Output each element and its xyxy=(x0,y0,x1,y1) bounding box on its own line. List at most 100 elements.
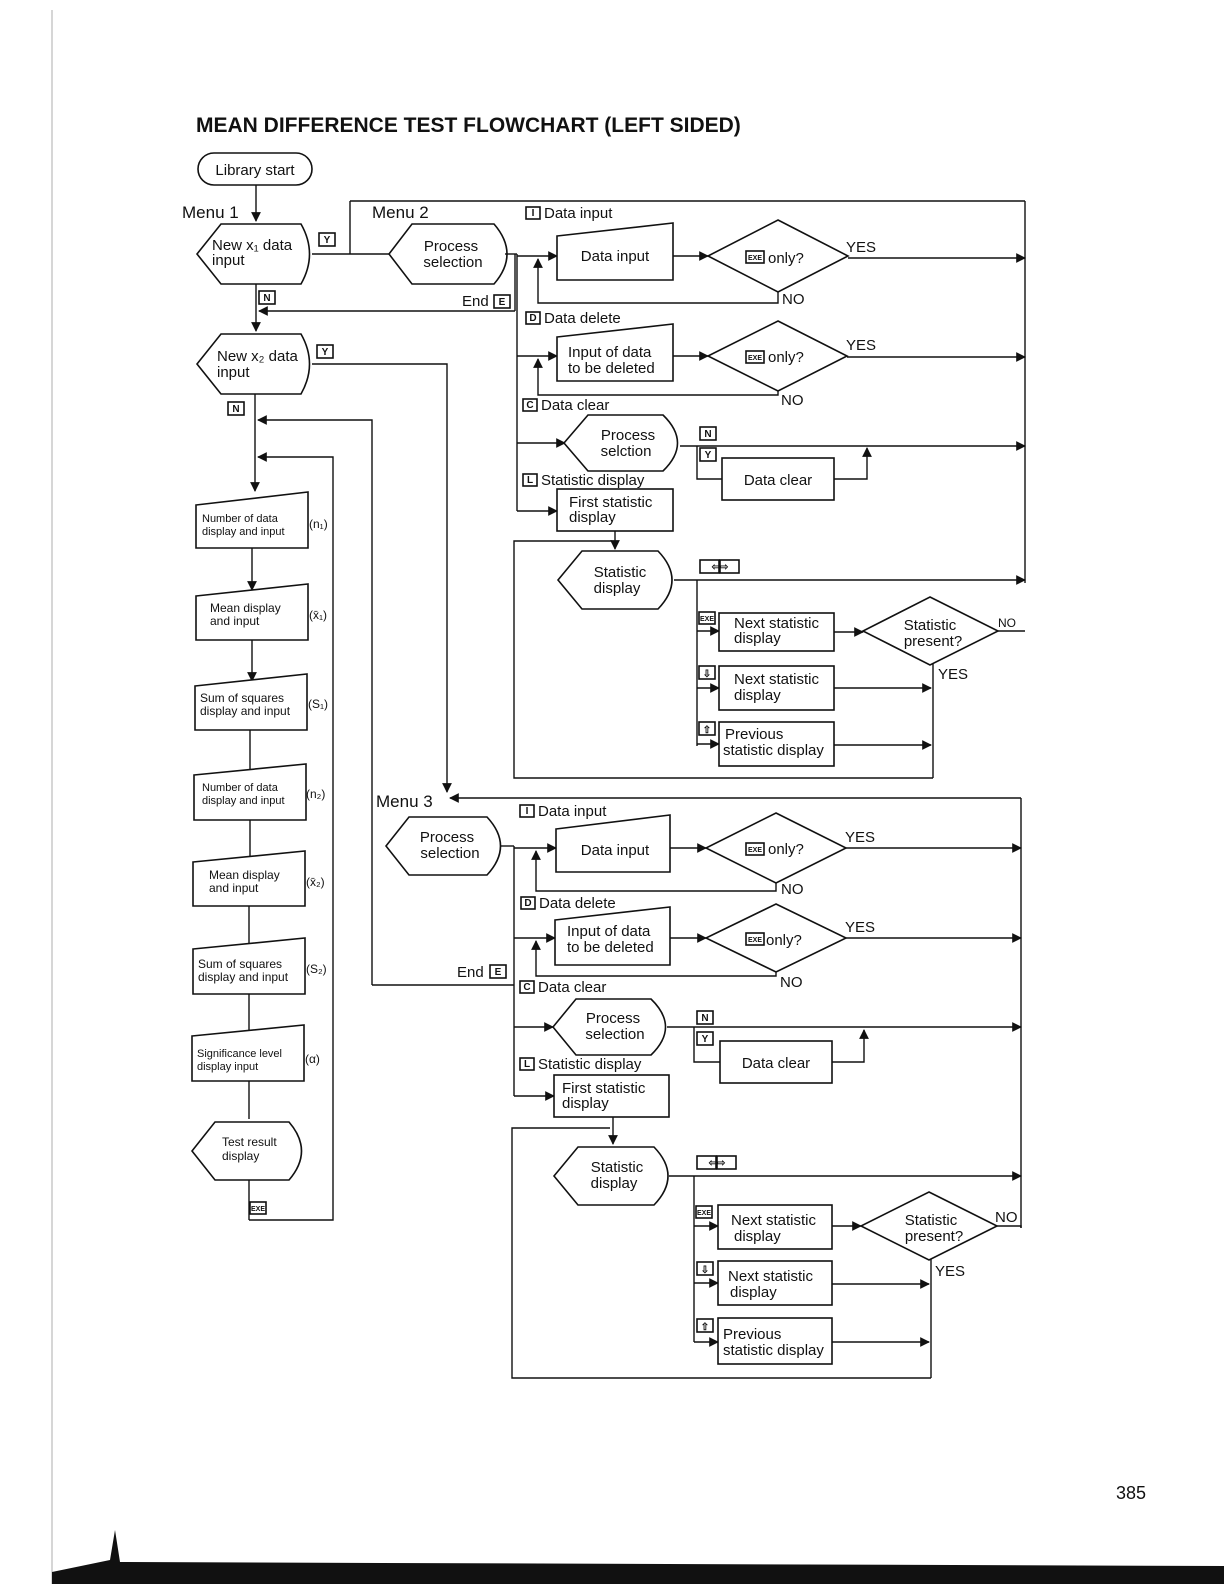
sig-line2: display input xyxy=(197,1061,258,1073)
menu3-previous-statistic-box xyxy=(717,1317,833,1365)
key-exe-m3-d2 xyxy=(745,932,765,946)
menu2-input-to-delete-box xyxy=(556,323,674,382)
key-right-menu2 xyxy=(719,559,740,574)
key-l-menu3-label: L xyxy=(524,1059,530,1070)
menu3-only-2: only? xyxy=(766,932,802,949)
menu2-no3: NO xyxy=(998,616,1016,630)
menu2-data-clear-box xyxy=(721,457,835,501)
menu3-yes1: YES xyxy=(845,829,875,846)
menu3-input-to-delete-box xyxy=(554,906,671,966)
menu3-clear-proc-line1: Process xyxy=(586,1010,640,1027)
key-right-menu3 xyxy=(716,1155,737,1170)
menu3-clear-process-selection-node xyxy=(551,998,667,1056)
menu2-yes3: YES xyxy=(938,666,968,683)
key-l-menu3 xyxy=(519,1057,535,1071)
menu3-data-clear-option: Data clear xyxy=(538,979,606,996)
key-up-menu3 xyxy=(696,1318,714,1333)
key-exe-m2-d2-label: EXE xyxy=(748,355,762,362)
key-l-menu2 xyxy=(522,473,538,487)
menu3-stat-display-option: Statistic display xyxy=(538,1056,642,1073)
menu3-process-line1: Process xyxy=(420,829,474,846)
menu3-next-statistic-box-1 xyxy=(717,1204,833,1250)
key-i-menu3 xyxy=(519,804,535,818)
menu3-clear-return-arrow xyxy=(832,1029,869,1063)
key-up-menu2 xyxy=(698,721,716,736)
mean1-line2: and input xyxy=(210,614,260,628)
menu2-stat-loop-frame xyxy=(513,540,933,779)
page-title: MEAN DIFFERENCE TEST FLOWCHART (LEFT SID… xyxy=(196,114,741,137)
n1-symbol: (n₁) xyxy=(309,517,328,531)
menu2-first-line1: First statistic xyxy=(569,494,653,511)
key-arrows-menu2-label: ⇦⇨ xyxy=(711,562,729,573)
menu2-prev-line2: statistic display xyxy=(723,742,824,759)
key-down-menu2 xyxy=(698,665,716,680)
menu2-next2-line2: display xyxy=(734,687,781,704)
n2-line1: Number of data xyxy=(202,782,279,794)
key-d-menu2-label: D xyxy=(529,313,536,324)
key-y-x2-label: Y xyxy=(322,347,329,358)
key-exe-m2-next-label: EXE xyxy=(700,616,714,623)
mean1-line1: Mean display xyxy=(210,601,281,615)
key-exe-m3-d1-label: EXE xyxy=(748,847,762,854)
menu2-data-clear-option: Data clear xyxy=(541,397,609,414)
key-e-menu3-label: E xyxy=(495,967,502,978)
menu2-process-selection-node xyxy=(387,223,508,285)
key-down-menu2-label: ⇩ xyxy=(703,669,711,680)
key-i-menu2-label: I xyxy=(532,208,535,219)
menu2-clear-y-line xyxy=(696,446,722,480)
menu1-label: Menu 1 xyxy=(182,203,239,222)
menu3-data-input-option: Data input xyxy=(538,803,607,820)
menu3-end-return-arrow xyxy=(257,415,373,985)
menu2-present-line2: present? xyxy=(904,633,962,650)
key-exe-m2-next xyxy=(698,611,716,625)
menu2-next1-line2: display xyxy=(734,630,781,647)
menu3-no3: NO xyxy=(995,1209,1018,1226)
key-down-menu3-label: ⇩ xyxy=(701,1265,709,1276)
x2-to-menu3-arrow xyxy=(312,363,452,793)
sig-symbol: (α) xyxy=(305,1052,320,1066)
menu2-clear-process-selection-node xyxy=(562,414,679,472)
key-exe-result-label: EXE xyxy=(251,1206,265,1213)
key-n-x2 xyxy=(227,401,245,416)
menu3-next2-line1: Next statistic xyxy=(728,1268,814,1285)
sos2-line2: display and input xyxy=(198,970,289,984)
key-n-x1 xyxy=(258,290,276,305)
menu2-only-1: only? xyxy=(768,250,804,267)
menu2-clear-proc-line2: selction xyxy=(601,443,652,460)
menu2-data-delete-option: Data delete xyxy=(544,310,621,327)
menu3-stat-line1: Statistic xyxy=(591,1159,644,1176)
mean1-symbol: (x̄₁) xyxy=(309,608,327,622)
menu3-next1-line1: Next statistic xyxy=(731,1212,817,1229)
scan-bottom-edge xyxy=(52,1530,1224,1584)
menu3-yes2: YES xyxy=(845,919,875,936)
n2-display-input-node xyxy=(193,763,307,821)
menu2-no2: NO xyxy=(781,392,804,409)
menu3-present-line1: Statistic xyxy=(905,1212,958,1229)
menu3-stat-line2: display xyxy=(591,1175,638,1192)
key-y-menu2-clear-label: Y xyxy=(705,450,712,461)
menu3-data-input-label: Data input xyxy=(581,842,650,859)
sos2-line1: Sum of squares xyxy=(198,957,282,971)
menu3-data-clear-label: Data clear xyxy=(742,1055,810,1072)
key-c-menu2 xyxy=(522,398,538,412)
sos1-line1: Sum of squares xyxy=(200,691,284,705)
key-i-menu2 xyxy=(525,206,541,220)
menu3-end-label: End xyxy=(457,964,484,981)
menu3-next-statistic-box-2 xyxy=(717,1260,833,1306)
sos1-line2: display and input xyxy=(200,704,291,718)
key-y-menu2-clear xyxy=(699,447,717,462)
menu2-delete-line2: to be deleted xyxy=(568,360,655,377)
result-line2: display xyxy=(222,1149,259,1163)
new-x1-data-input-node xyxy=(195,223,311,285)
menu3-statistic-present-decision xyxy=(859,1191,999,1261)
n1-line1: Number of data xyxy=(202,513,279,525)
key-exe-m3-d1 xyxy=(745,842,765,856)
x2-line2: input xyxy=(217,364,250,381)
menu3-first-line1: First statistic xyxy=(562,1080,646,1097)
key-down-menu3 xyxy=(696,1261,714,1276)
menu3-first-line2: display xyxy=(562,1095,609,1112)
key-n-x2-label: N xyxy=(232,404,239,415)
menu2-next-statistic-box-1 xyxy=(718,612,835,652)
menu3-statistic-display-node xyxy=(552,1146,669,1206)
key-y-x1 xyxy=(318,232,336,247)
